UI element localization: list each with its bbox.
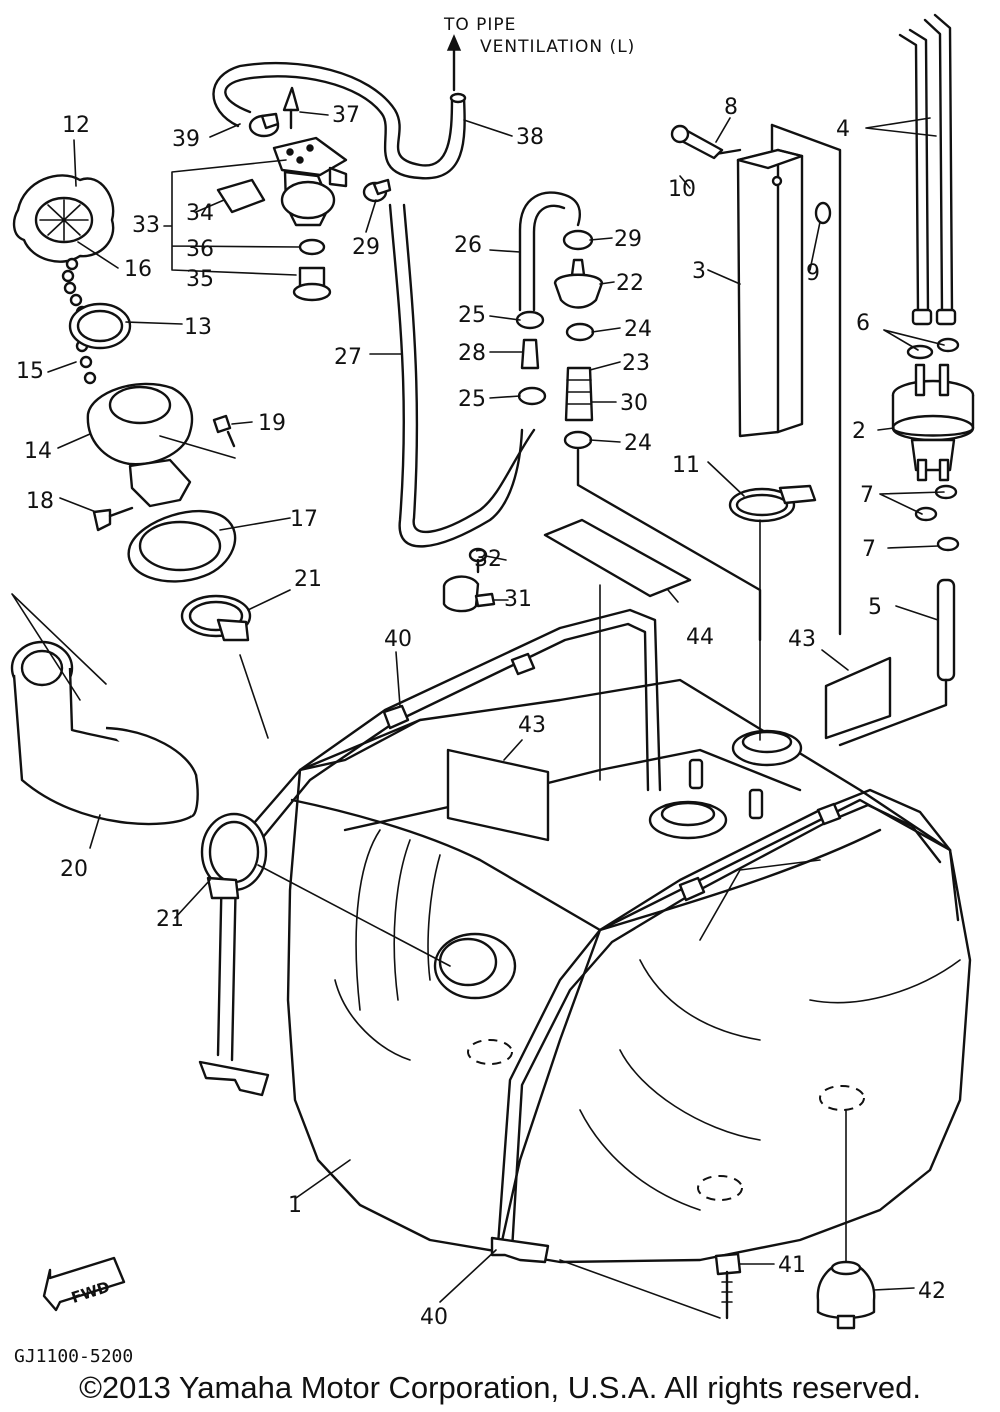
callout-28: 28: [458, 341, 486, 366]
callout-29-left: 29: [352, 235, 380, 260]
gasket-17: [127, 509, 237, 583]
callout-38: 38: [516, 125, 544, 150]
callout-12: 12: [62, 113, 90, 138]
leader-lines: [47, 111, 945, 1303]
callout-36: 36: [186, 237, 214, 262]
callout-18: 18: [26, 489, 54, 514]
fuel-valve-assembly: [272, 136, 348, 227]
callout-25-bottom: 25: [458, 387, 486, 412]
callout-13: 13: [184, 315, 212, 340]
fuel-sending-tube: [670, 123, 842, 636]
breather-tubes: [898, 13, 957, 326]
callout-37: 37: [332, 103, 360, 128]
callout-43-left: 43: [518, 713, 546, 738]
copyright-notice: ©2013 Yamaha Motor Corporation, U.S.A. A…: [79, 1370, 921, 1405]
callout-40-bottom: 40: [420, 1305, 448, 1330]
callout-41: 41: [778, 1253, 806, 1278]
callout-27: 27: [334, 345, 362, 370]
damper-42: [816, 1109, 876, 1330]
callout-25-top: 25: [458, 303, 486, 328]
pad-43-left: [446, 748, 550, 842]
rivet-18: [92, 506, 134, 532]
filler-hose-20: [10, 640, 199, 826]
fwd-arrow-icon: [42, 1256, 126, 1312]
callout-17: 17: [290, 507, 318, 532]
guide-line-40: [559, 1259, 721, 1319]
guide-line-20: [11, 593, 269, 739]
screw-32: [468, 547, 488, 574]
filler-neck-14: [86, 382, 194, 508]
flow-note-line2: VENTILATION (L): [480, 37, 635, 57]
callout-6: 6: [856, 311, 870, 336]
callout-15: 15: [16, 359, 44, 384]
callout-9: 9: [806, 261, 820, 286]
callout-24-bottom: 24: [624, 431, 652, 456]
clamp-39: [248, 112, 280, 138]
callout-34: 34: [186, 201, 214, 226]
callout-3: 3: [692, 259, 706, 284]
callout-30: 30: [620, 391, 648, 416]
fuel-tank: [286, 678, 972, 1264]
drawing-code: GJ1100-5200: [14, 1346, 133, 1367]
callout-20: 20: [60, 857, 88, 882]
callout-5: 5: [868, 595, 882, 620]
callout-21-bottom: 21: [156, 907, 184, 932]
screw-37: [282, 86, 300, 130]
callout-21-top: 21: [294, 567, 322, 592]
callout-23: 23: [622, 351, 650, 376]
callout-8: 8: [724, 95, 738, 120]
flow-note-line1: TO PIPE: [443, 15, 516, 35]
callout-32: 32: [474, 547, 502, 572]
fuel-hose-26: [518, 191, 581, 312]
callout-42: 42: [918, 1279, 946, 1304]
callout-29-right: 29: [614, 227, 642, 252]
vent-filter: [891, 337, 975, 552]
callout-24-top: 24: [624, 317, 652, 342]
o-ring-13: [68, 302, 132, 350]
vent-hose-38: [212, 34, 467, 180]
callout-40-top: 40: [384, 627, 412, 652]
small-parts-36-35: [292, 238, 332, 302]
callout-35: 35: [186, 267, 214, 292]
callout-11: 11: [672, 453, 700, 478]
callout-31: 31: [504, 587, 532, 612]
bracket-34: [216, 178, 266, 214]
callout-2: 2: [852, 419, 866, 444]
callout-43-right: 43: [788, 627, 816, 652]
pad-43-right: [824, 656, 892, 740]
short-hose: [838, 578, 956, 747]
clamp-21-bottom: [200, 812, 268, 900]
callout-7-bottom: 7: [862, 537, 876, 562]
clamp-29-left: [362, 178, 392, 203]
clamp-21-top: [180, 594, 252, 642]
guide-line-21: [257, 864, 451, 967]
callout-1: 1: [288, 1193, 302, 1218]
callout-44: 44: [686, 625, 714, 650]
callout-4: 4: [836, 117, 850, 142]
band-clamp: [728, 484, 817, 523]
callout-7-top: 7: [860, 483, 874, 508]
callout-39: 39: [172, 127, 200, 152]
callout-14: 14: [24, 439, 52, 464]
bolt-41: [714, 1252, 742, 1320]
callout-26: 26: [454, 233, 482, 258]
filler-cap: [12, 174, 115, 263]
cap-chain: [61, 257, 97, 385]
screw-19: [159, 414, 236, 459]
clamp-31: [442, 575, 496, 613]
fuel-hose-27: [388, 203, 536, 548]
callout-19: 19: [258, 411, 286, 436]
callout-16: 16: [124, 257, 152, 282]
pad-44: [543, 518, 692, 598]
callout-33: 33: [132, 213, 160, 238]
callout-22: 22: [616, 271, 644, 296]
callout-10: 10: [668, 177, 696, 202]
